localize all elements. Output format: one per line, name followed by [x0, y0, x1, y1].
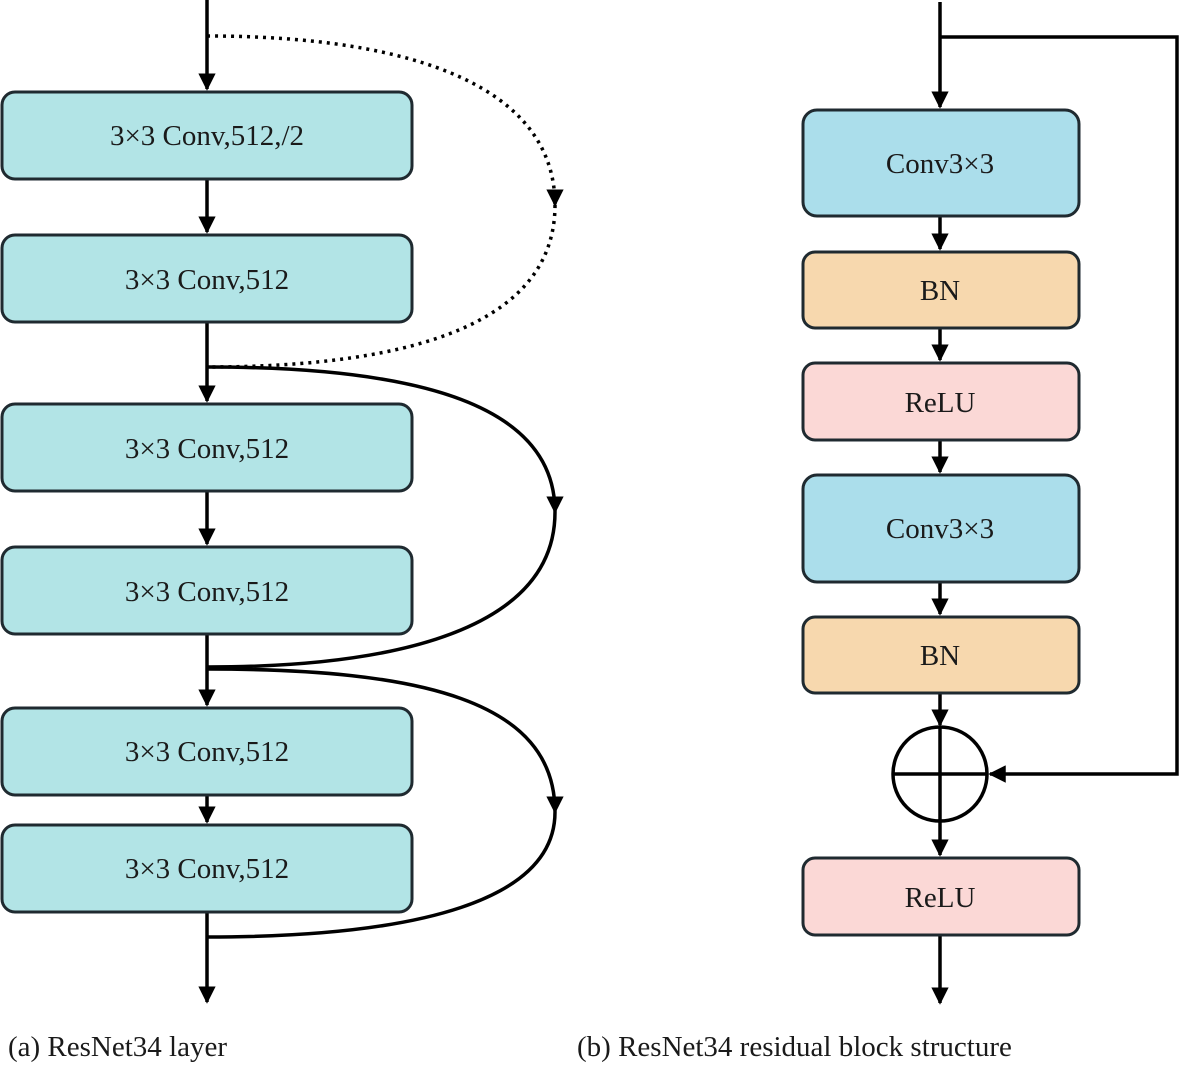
b-conv-block-1-label: Conv3×3 [886, 148, 994, 180]
conv-block-4-label: 3×3 Conv,512 [125, 576, 289, 608]
conv-block-5-label: 3×3 Conv,512 [125, 736, 289, 768]
skip-connection-2-return [206, 811, 557, 939]
b-conv-block-1: Conv3×3 [801, 108, 1081, 218]
caption-b: (b) ResNet34 residual block structure [577, 1031, 1012, 1063]
b-relu-block-1: ReLU [801, 361, 1081, 442]
conv-block-1-label: 3×3 Conv,512,/2 [110, 120, 304, 152]
dotted-skip-connection [206, 34, 564, 207]
conv-block-2-label: 3×3 Conv,512 [125, 264, 289, 296]
conv-block-3-label: 3×3 Conv,512 [125, 433, 289, 465]
conv-block-1: 3×3 Conv,512,/2 [0, 90, 414, 181]
b-relu-block-2: ReLU [801, 856, 1081, 937]
panel-b-residual-block: Conv3×3 BN ReLU Conv3×3 BN ReLU (b) R [577, 2, 1179, 1063]
b-conv-block-2-label: Conv3×3 [886, 513, 994, 545]
conv-block-2: 3×3 Conv,512 [0, 233, 414, 324]
b-bn-block-2-label: BN [920, 640, 960, 672]
b-bn-block-1: BN [801, 250, 1081, 330]
b-bn-block-2: BN [801, 615, 1081, 695]
b-bn-block-1-label: BN [920, 275, 960, 307]
skip-connection-1-return [206, 511, 557, 669]
skip-connection-2 [206, 667, 564, 814]
conv-block-6: 3×3 Conv,512 [0, 823, 414, 914]
conv-block-3: 3×3 Conv,512 [0, 402, 414, 493]
identity-shortcut [940, 35, 1179, 783]
conv-block-6-label: 3×3 Conv,512 [125, 853, 289, 885]
b-relu-block-2-label: ReLU [905, 882, 976, 914]
conv-block-4: 3×3 Conv,512 [0, 545, 414, 636]
caption-a: (a) ResNet34 layer [8, 1031, 227, 1063]
panel-a-resnet34-layer: 3×3 Conv,512,/2 3×3 Conv,512 3×3 Conv,51… [0, 0, 564, 1063]
skip-connection-1 [206, 365, 564, 514]
conv-block-5: 3×3 Conv,512 [0, 706, 414, 797]
b-relu-block-1-label: ReLU [905, 387, 976, 419]
addition-node-icon [891, 725, 989, 823]
b-conv-block-2: Conv3×3 [801, 473, 1081, 584]
